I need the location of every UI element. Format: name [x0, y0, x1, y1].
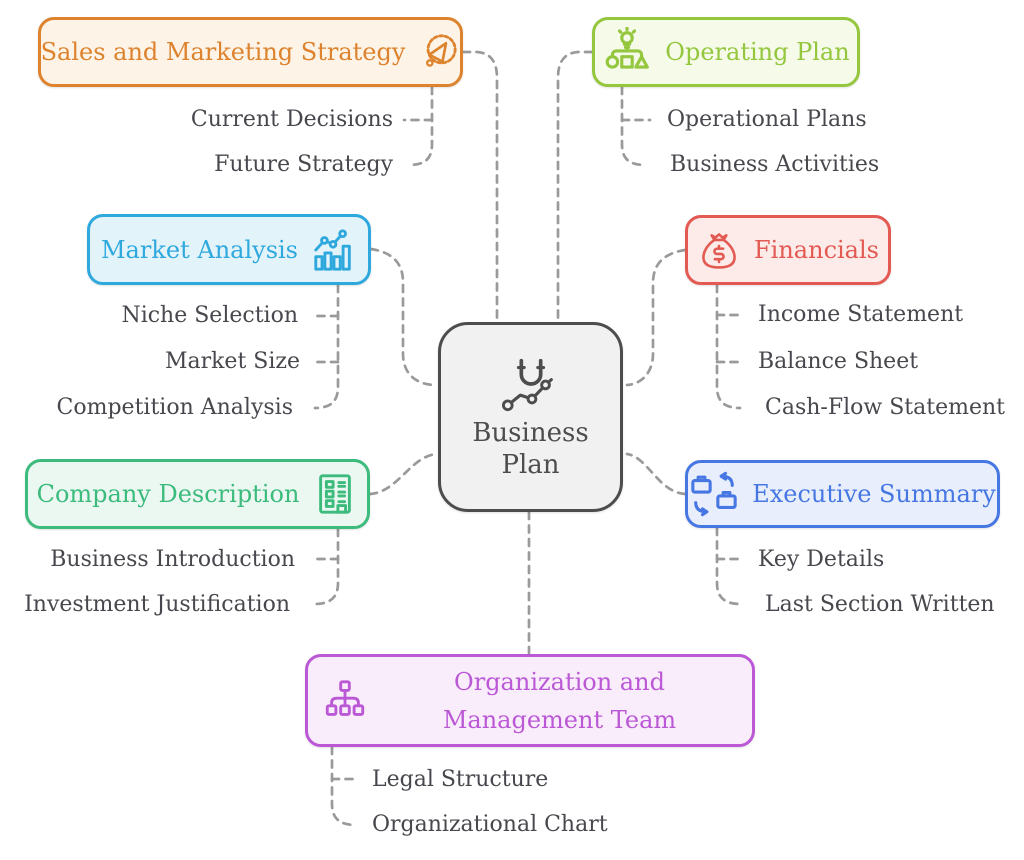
leaf-business-introduction: Business Introduction: [50, 547, 295, 572]
branch-label: Sales and Marketing Strategy: [40, 38, 406, 66]
branch-label: Market Analysis: [100, 235, 298, 264]
branch-node-executive-summary: Executive Summary: [685, 460, 1000, 528]
center-label: Business Plan: [472, 417, 588, 481]
connector-executive-children-trunk: [715, 526, 743, 606]
branch-node-organization-and-management-team: Organization and Management Team: [305, 654, 755, 747]
idea-prototype-icon: [602, 27, 652, 77]
branch-label: Organization and Management Team: [442, 667, 677, 734]
briefcase-swap-icon: [689, 469, 739, 519]
center-node-business-plan: Business Plan: [438, 322, 623, 512]
connector-financials-to-center: [625, 248, 687, 387]
leaf-future-strategy: Future Strategy: [214, 152, 393, 177]
branch-node-company-description: Company Description: [25, 459, 370, 529]
connector-sales-children-trunk: [406, 85, 434, 167]
leaf-niche-selection: Niche Selection: [121, 303, 298, 328]
leaf-legal-structure: Legal Structure: [372, 767, 549, 792]
center-label-line1: Business: [472, 417, 589, 448]
center-label-line2: Plan: [501, 449, 560, 480]
leaf-last-section-written: Last Section Written: [765, 592, 995, 617]
money-bag-icon: [697, 228, 741, 272]
leaf-competition-analysis: Competition Analysis: [56, 395, 293, 420]
connector-company-to-center: [368, 452, 438, 496]
leaf-cash-flow-statement: Cash-Flow Statement: [765, 395, 1005, 420]
connector-market-to-center: [369, 247, 436, 387]
magnet-trend-icon: [496, 354, 566, 414]
leaf-business-activities: Business Activities: [670, 152, 880, 177]
connector-market-children-trunk: [313, 283, 340, 410]
connector-operating-children-trunk: [620, 85, 648, 167]
branch-node-sales-and-marketing-strategy: Sales and Marketing Strategy: [38, 17, 463, 87]
branch-label: Operating Plan: [665, 38, 850, 66]
org-chart-icon: [322, 678, 368, 724]
branch-label: Financials: [754, 236, 879, 264]
leaf-organizational-chart: Organizational Chart: [372, 812, 608, 837]
connector-financials-children-trunk: [715, 283, 742, 410]
branch-node-market-analysis: Market Analysis: [87, 214, 371, 285]
leaf-current-decisions: Current Decisions: [190, 107, 393, 132]
connector-company-children-trunk: [312, 527, 340, 606]
branch-label: Company Description: [36, 480, 300, 508]
leaf-market-size: Market Size: [164, 349, 300, 374]
connector-executive-to-center: [625, 452, 687, 496]
branch-node-financials: Financials: [685, 215, 891, 285]
leaf-investment-justification: Investment Justification: [24, 592, 290, 617]
connector-operating-to-center: [556, 50, 594, 322]
connector-sales-to-center: [461, 50, 499, 322]
leaf-key-details: Key Details: [758, 547, 885, 572]
connector-organization-children-trunk: [330, 745, 358, 827]
leaf-operational-plans: Operational Plans: [667, 107, 867, 132]
megaphone-burst-icon: [418, 31, 460, 73]
branch-label: Executive Summary: [752, 480, 996, 508]
leaf-income-statement: Income Statement: [758, 302, 964, 327]
office-building-icon: [312, 471, 358, 517]
branch-node-operating-plan: Operating Plan: [592, 17, 860, 87]
bar-chart-trend-icon: [311, 227, 357, 273]
leaf-balance-sheet: Balance Sheet: [758, 349, 919, 374]
